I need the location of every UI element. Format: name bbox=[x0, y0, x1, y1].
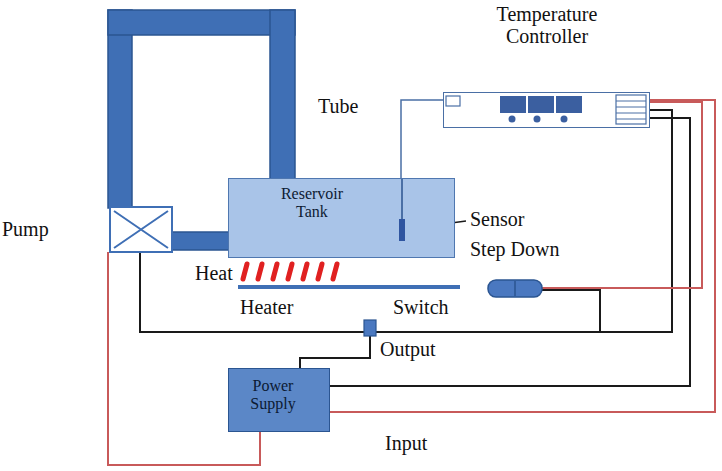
controller-face bbox=[444, 93, 648, 126]
heat-marks bbox=[243, 264, 337, 279]
red-wires bbox=[108, 102, 702, 465]
heat-mark bbox=[258, 264, 262, 279]
part-label: Heat bbox=[195, 262, 233, 284]
reservoir-tank: Reservoir Tank bbox=[228, 178, 455, 258]
black-wires bbox=[140, 110, 690, 386]
part-label: Step Down bbox=[470, 238, 559, 260]
step-down-module bbox=[488, 280, 542, 297]
heat-mark bbox=[243, 264, 247, 279]
part-label: Tube bbox=[318, 95, 358, 117]
heat-mark bbox=[303, 264, 307, 279]
part-label: Input bbox=[385, 432, 427, 454]
power-supply: Power Supply bbox=[228, 368, 330, 432]
heat-mark bbox=[273, 264, 277, 279]
controller-heading: Temperature Controller bbox=[472, 3, 622, 47]
sensor-probe bbox=[399, 219, 405, 241]
heat-mark bbox=[318, 264, 322, 279]
temperature-controller: Temperature Controller bbox=[443, 92, 650, 128]
heat-mark bbox=[333, 264, 337, 279]
part-label: Output bbox=[380, 338, 436, 360]
heat-mark bbox=[288, 264, 292, 279]
pump-symbol bbox=[110, 207, 172, 252]
sensor-wire bbox=[401, 179, 403, 219]
part-label: Heater bbox=[240, 296, 293, 318]
wire-connector bbox=[401, 100, 443, 178]
part-label: Pump bbox=[2, 218, 49, 240]
tank-label: Reservoir Tank bbox=[271, 185, 353, 221]
switch-symbol bbox=[364, 320, 376, 336]
part-label: Sensor bbox=[470, 208, 524, 230]
heater-element bbox=[238, 285, 460, 289]
part-label: Switch bbox=[393, 296, 449, 318]
power-supply-label: Power Supply bbox=[233, 377, 313, 413]
